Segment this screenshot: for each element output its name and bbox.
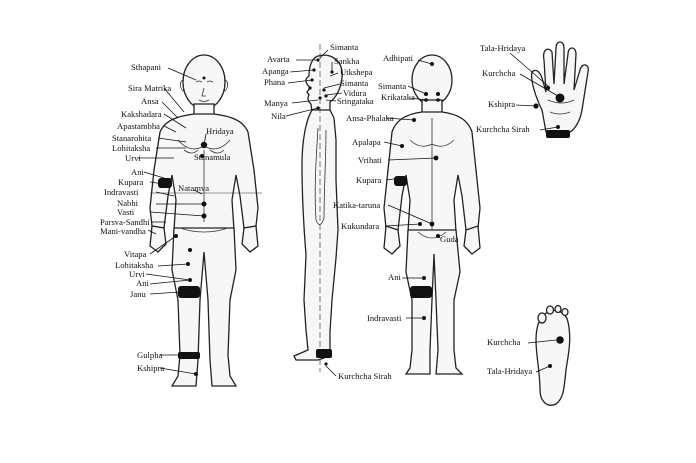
label-sankha: Sankha bbox=[334, 56, 359, 66]
label-mani-vandha: Mani-vandha bbox=[100, 226, 146, 236]
foot-figure bbox=[528, 306, 570, 406]
label-kakshadara: Kakshadara bbox=[121, 109, 162, 119]
label-utkshepa: Utkshepa bbox=[340, 67, 373, 77]
label-vrihati: Vrihati bbox=[358, 155, 382, 165]
label-apanga: Apanga bbox=[262, 66, 289, 76]
label-janu: Janu bbox=[130, 289, 146, 299]
label-stanamula: Stanamula bbox=[194, 152, 230, 162]
label-kshipra-hand: Kshipra bbox=[488, 99, 515, 109]
label-sringataka: Sringataka bbox=[337, 96, 374, 106]
label-simanta-back: Simanta bbox=[378, 81, 406, 91]
label-simanta-mid: Simanta bbox=[340, 78, 368, 88]
label-ani-upper: Ani bbox=[131, 167, 145, 177]
label-gulpha: Gulpha bbox=[137, 350, 162, 360]
label-ansa-phalaka: Ansa-Phalaka bbox=[346, 113, 394, 123]
back-figure bbox=[384, 55, 480, 374]
label-manya: Manya bbox=[264, 98, 288, 108]
label-vitapa: Vitapa bbox=[124, 249, 147, 259]
label-indravasti-back: Indravasti bbox=[367, 313, 402, 323]
label-sthapani: Sthapani bbox=[131, 62, 162, 72]
label-apastambha: Apastambha bbox=[117, 121, 160, 131]
label-kurchcha-sirah-hand: Kurchcha Sirah bbox=[476, 124, 530, 134]
label-kurchcha-foot: Kurchcha bbox=[487, 337, 521, 347]
label-vasti: Vasti bbox=[117, 207, 135, 217]
label-apalapa: Apalapa bbox=[352, 137, 381, 147]
side-figure bbox=[286, 44, 342, 376]
label-krikataka: Krikataka bbox=[381, 92, 415, 102]
label-nila: Nila bbox=[271, 111, 286, 121]
label-adhipati: Adhipati bbox=[383, 53, 414, 63]
label-kshipra-foot: Kshipra bbox=[137, 363, 164, 373]
label-kurchcha-hand: Kurchcha bbox=[482, 68, 516, 78]
label-kupara-back: Kupara bbox=[356, 175, 381, 185]
label-ani-lower: Ani bbox=[136, 278, 150, 288]
label-stanarohita: Stanarohita bbox=[112, 133, 151, 143]
label-simanta-top: Simanta bbox=[330, 42, 358, 52]
label-katika-taruna: Katika-taruna bbox=[333, 200, 380, 210]
label-avarta: Avarta bbox=[267, 54, 290, 64]
label-natamva: Natamva bbox=[178, 183, 209, 193]
label-kukundara: Kukundara bbox=[341, 221, 379, 231]
label-urvi-upper: Urvi bbox=[125, 153, 141, 163]
label-indravasti: Indravasti bbox=[104, 187, 139, 197]
label-tala-hridaya-hand: Tala-Hridaya bbox=[480, 43, 525, 53]
label-ani-back: Ani bbox=[388, 272, 402, 282]
label-sira-matrika: Sira Matrika bbox=[128, 83, 171, 93]
label-tala-hridaya-foot: Tala-Hridaya bbox=[487, 366, 532, 376]
label-kupara: Kupara bbox=[118, 177, 143, 187]
label-lohitaksha-upper: Lohitaksha bbox=[112, 143, 150, 153]
label-kurchcha-sirah-side: Kurchcha Sirah bbox=[338, 371, 392, 381]
label-phana: Phana bbox=[264, 77, 285, 87]
label-hridaya: Hridaya bbox=[206, 126, 234, 136]
label-ansa: Ansa bbox=[141, 96, 159, 106]
label-guda: Guda bbox=[440, 234, 459, 244]
